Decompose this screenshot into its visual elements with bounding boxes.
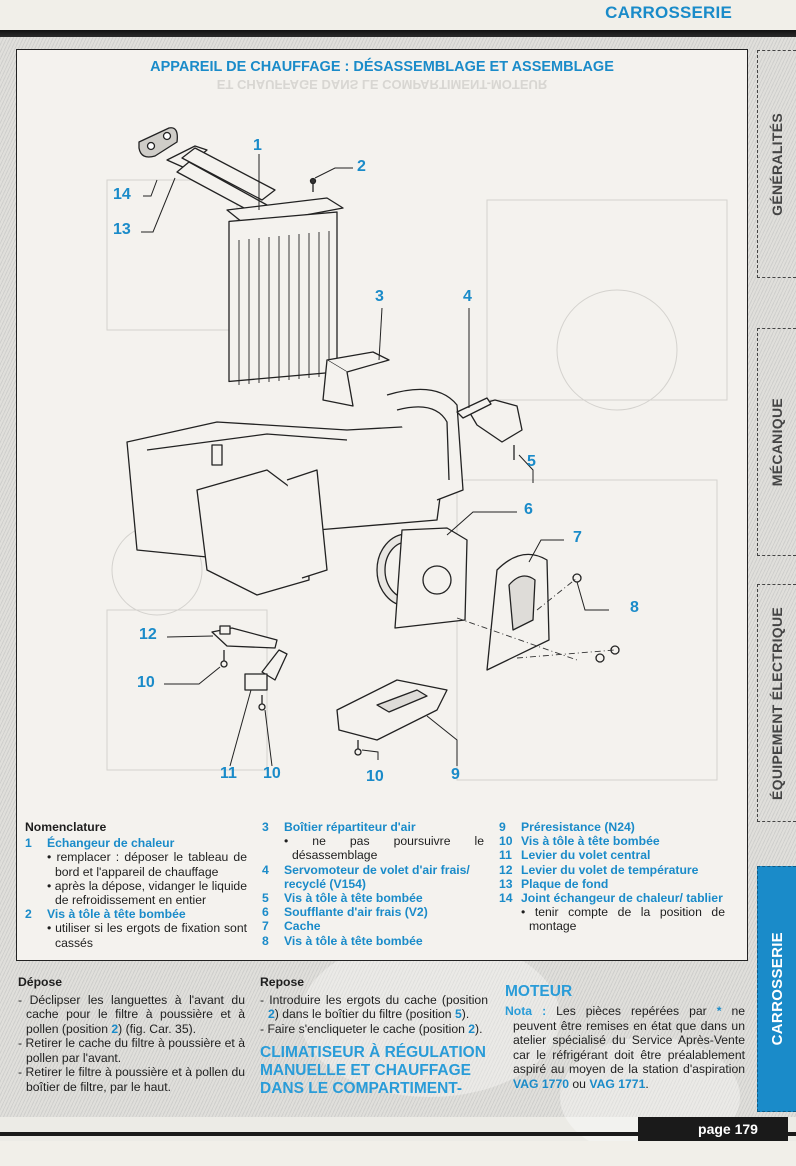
nomenclature-note: • ne pas poursuivre le désassemblage [284,834,484,863]
callout-5: 5 [527,453,536,470]
footer-rule [0,1132,796,1136]
servomotor [456,397,523,443]
callout-10a: 10 [137,674,155,691]
depose-section: Dépose - Déclipser les languettes à l'av… [18,975,245,1094]
nomenclature-note: • utiliser si les ergots de fixation son… [47,921,247,950]
repose-step: - Introduire les ergots du cache (positi… [260,992,488,1022]
repose-section: Repose - Introduire les ergots du cache … [260,975,488,1098]
moteur-section: MOTEUR Nota : Les pièces repérées par * … [505,983,745,1091]
moteur-heading: MOTEUR [505,983,573,1000]
callout-12: 12 [139,626,157,643]
depose-heading: Dépose [18,975,63,989]
blower-fan [376,527,468,629]
diagram-panel: APPAREIL DE CHAUFFAGE : DÉSASSEMBLAGE ET… [16,49,748,961]
nomenclature-note: • après la dépose, vidanger le liquide d… [47,878,247,908]
callout-2: 2 [357,158,366,175]
callout-11: 11 [220,765,237,782]
nomenclature-note: • remplacer : déposer le tableau de bord… [47,850,247,879]
tab-generalites[interactable]: GÉNÉRALITÉS [757,50,796,278]
callout-3: 3 [375,288,384,305]
header-band [0,0,796,30]
page-number: page 179 [638,1117,788,1141]
callout-6: 6 [524,501,533,518]
tab-equipement-electrique[interactable]: ÉQUIPEMENT ÉLECTRIQUE [757,584,796,822]
preresistance [336,679,448,741]
diagram-title: APPAREIL DE CHAUFFAGE : DÉSASSEMBLAGE ET… [150,59,614,75]
repose-step: - Faire s'encliqueter le cache (position… [260,1021,483,1036]
climatiseur-heading: CLIMATISEUR À RÉGULATION MANUELLE ET CHA… [260,1044,486,1097]
callout-1: 1 [253,137,262,154]
section-title: CARROSSERIE [605,3,732,22]
callout-10b: 10 [263,765,281,782]
callout-10c: 10 [366,768,384,785]
callout-4: 4 [463,288,472,305]
gasket-14 [138,127,178,158]
heater-housing [126,388,464,596]
depose-step: - Déclipser les languettes à l'avant du … [18,992,245,1036]
callout-9: 9 [451,766,460,783]
depose-step: - Retirer le filtre à poussière et à pol… [18,1065,245,1094]
nota-text: Nota : Les pièces repérées par * ne peuv… [505,1004,746,1091]
header-rule [0,30,796,37]
callout-8: 8 [630,599,639,616]
repose-heading: Repose [260,975,305,989]
depose-step: - Retirer le cache du filtre à poussière… [18,1036,245,1065]
nomenclature-note: • tenir compte de la position de montage [521,905,725,934]
callout-14: 14 [113,186,131,203]
tab-carrosserie[interactable]: CARROSSERIE [757,866,796,1112]
exploded-view-drawing [106,127,728,781]
tab-mecanique[interactable]: MÉCANIQUE [757,328,796,556]
heater-core [226,197,344,385]
callout-13: 13 [113,221,131,238]
callout-7: 7 [573,529,582,546]
nomenclature-heading: Nomenclature [25,820,107,834]
footer-band [0,1141,796,1166]
